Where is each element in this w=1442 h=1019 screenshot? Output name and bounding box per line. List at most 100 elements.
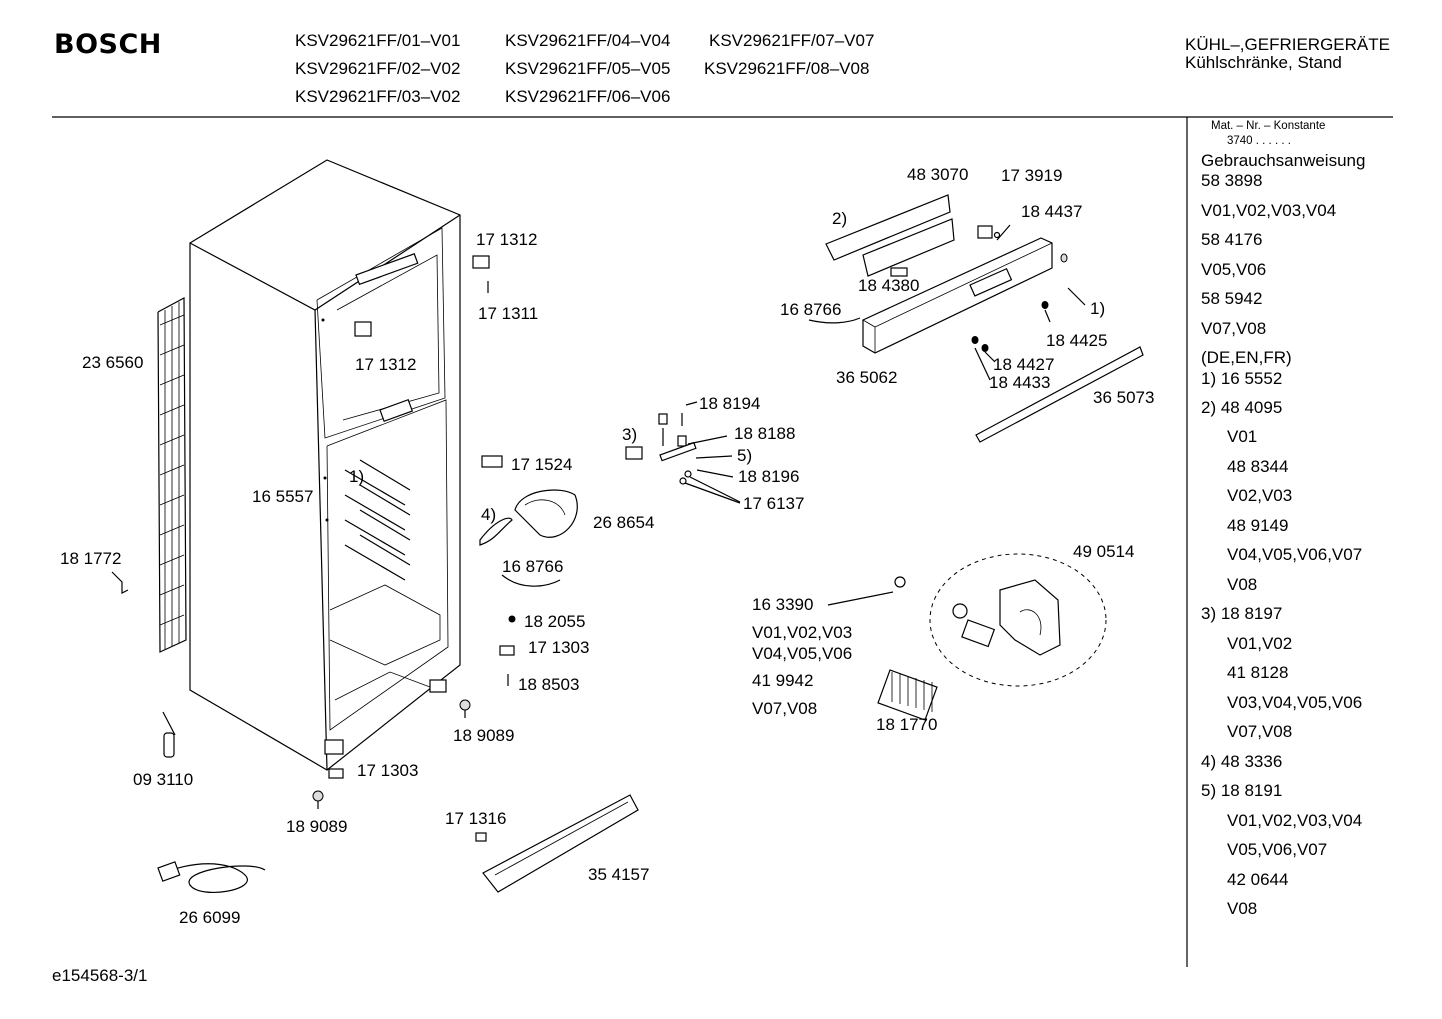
part-label: 18 9089 — [286, 817, 348, 836]
heater-18-1770 — [877, 669, 938, 721]
part-label: 18 4425 — [1046, 331, 1108, 350]
hinge-group — [625, 401, 741, 504]
part-label: 17 1303 — [528, 638, 590, 657]
sidebar-row: 42 0644 — [1227, 870, 1289, 889]
part-label: 17 1316 — [445, 809, 507, 828]
sidebar-row: (DE,EN,FR) — [1201, 348, 1292, 367]
part-label: V01,V02,V03 — [752, 623, 853, 642]
sidebar-row: V04,V05,V06,V07 — [1227, 545, 1363, 564]
part-label: 18 4427 — [993, 355, 1055, 374]
sidebar-row: V01,V02,V03,V04 — [1201, 201, 1337, 220]
sidebar-row: 58 5942 — [1201, 289, 1263, 308]
fridge-cabinet-drawing — [189, 159, 461, 771]
part-label: V07,V08 — [752, 699, 818, 718]
sidebar-row: V08 — [1227, 899, 1258, 918]
sidebar-row: V07,V08 — [1201, 319, 1267, 338]
part-09-3110 — [162, 711, 176, 758]
part-label: 16 8766 — [502, 557, 564, 576]
part-label: 26 8654 — [593, 513, 655, 532]
part-label: 36 5073 — [1093, 388, 1155, 407]
sidebar-row: V05,V06 — [1201, 260, 1267, 279]
part-4 — [479, 517, 513, 546]
sidebar-row: 5) 18 8191 — [1201, 781, 1283, 800]
part-label: 35 4157 — [588, 865, 650, 884]
part-17-1524 — [481, 455, 503, 468]
part-17-1316 — [475, 832, 487, 842]
handle-35-4157 — [482, 794, 639, 893]
power-cord-26-6099 — [157, 861, 266, 894]
document-code: e154568-3/1 — [52, 966, 148, 985]
hinge-17-1312 — [354, 255, 490, 337]
part-18-2055 — [507, 615, 516, 686]
sidebar-row: 2) 48 4095 — [1201, 398, 1283, 417]
sidebar-row: 48 9149 — [1227, 516, 1289, 535]
sidebar-row: V02,V03 — [1227, 486, 1293, 505]
control-panel-drawing — [808, 194, 1144, 443]
part-label: 17 6137 — [743, 494, 805, 513]
part-label: 3) — [622, 425, 638, 444]
part-label: 17 1303 — [357, 761, 419, 780]
part-label: 1) — [349, 467, 365, 486]
sidebar-row: V03,V04,V05,V06 — [1227, 693, 1363, 712]
sidebar-row: 1) 16 5552 — [1201, 369, 1283, 388]
sidebar-row: Gebrauchsanweisung — [1201, 151, 1366, 170]
part-label: 18 1772 — [60, 549, 122, 568]
part-label: 4) — [481, 505, 497, 524]
sidebar-row: 41 8128 — [1227, 663, 1289, 682]
mat-heading: Mat. – Nr. – Konstante — [1211, 120, 1326, 132]
category-title: KÜHL–,GEFRIERGERÄTE — [1185, 35, 1390, 54]
model-number: KSV29621FF/04–V04 — [505, 31, 671, 50]
part-label: 18 4433 — [989, 373, 1051, 392]
sidebar-row: 48 8344 — [1227, 457, 1289, 476]
part-label: 18 4380 — [858, 276, 920, 295]
model-number: KSV29621FF/05–V05 — [505, 59, 671, 78]
fan-assembly-drawing — [827, 553, 1107, 721]
sidebar-row: V08 — [1227, 575, 1258, 594]
part-label: 18 8503 — [518, 675, 580, 694]
part-label: 09 3110 — [133, 770, 194, 789]
part-label: 18 8194 — [699, 394, 761, 413]
part-label: 18 8188 — [734, 424, 796, 443]
part-label: 16 8766 — [780, 300, 842, 319]
model-number: KSV29621FF/03–V02 — [295, 87, 461, 106]
wire-16-8766 — [501, 574, 561, 587]
part-label: 18 8196 — [738, 467, 800, 486]
sidebar-row: 3) 18 8197 — [1201, 604, 1283, 623]
screws — [312, 699, 471, 809]
part-label: 41 9942 — [752, 671, 814, 690]
sidebar-row: V01,V02 — [1227, 634, 1293, 653]
part-label: 17 3919 — [1001, 166, 1063, 185]
sidebar-row: V07,V08 — [1227, 722, 1293, 741]
sidebar-row: V01,V02,V03,V04 — [1227, 811, 1363, 830]
part-label: 48 3070 — [907, 165, 969, 184]
part-label: 5) — [737, 446, 753, 465]
sidebar-row: V05,V06,V07 — [1227, 840, 1328, 859]
sidebar-row: 58 3898 — [1201, 171, 1263, 190]
lamp-cover-26-8654 — [514, 489, 578, 538]
bracket-18-1772 — [111, 571, 129, 594]
part-label: 49 0514 — [1073, 542, 1135, 561]
part-label: 18 2055 — [524, 612, 586, 631]
part-label: 36 5062 — [836, 368, 898, 387]
category-subtitle: Kühlschränke, Stand — [1185, 53, 1342, 72]
brand-logo: BOSCH — [54, 29, 162, 60]
part-label: 18 1770 — [876, 715, 938, 734]
model-number: KSV29621FF/07–V07 — [709, 31, 875, 50]
part-label: 23 6560 — [82, 353, 144, 372]
part-17-1303 — [328, 645, 515, 779]
part-label: V04,V05,V06 — [752, 644, 853, 663]
part-label: 16 5557 — [252, 487, 314, 506]
part-label: 26 6099 — [179, 908, 241, 927]
part-label: 18 4437 — [1021, 202, 1083, 221]
model-number: KSV29621FF/01–V01 — [295, 31, 461, 50]
part-label: 17 1524 — [511, 455, 573, 474]
model-number: KSV29621FF/06–V06 — [505, 87, 671, 106]
model-number: KSV29621FF/08–V08 — [704, 59, 870, 78]
part-label: 17 1312 — [355, 355, 417, 374]
model-number: KSV29621FF/02–V02 — [295, 59, 461, 78]
condenser-drawing — [157, 296, 187, 653]
sidebar-row: V01 — [1227, 427, 1258, 446]
part-label: 16 3390 — [752, 595, 814, 614]
part-label: 2) — [832, 209, 848, 228]
